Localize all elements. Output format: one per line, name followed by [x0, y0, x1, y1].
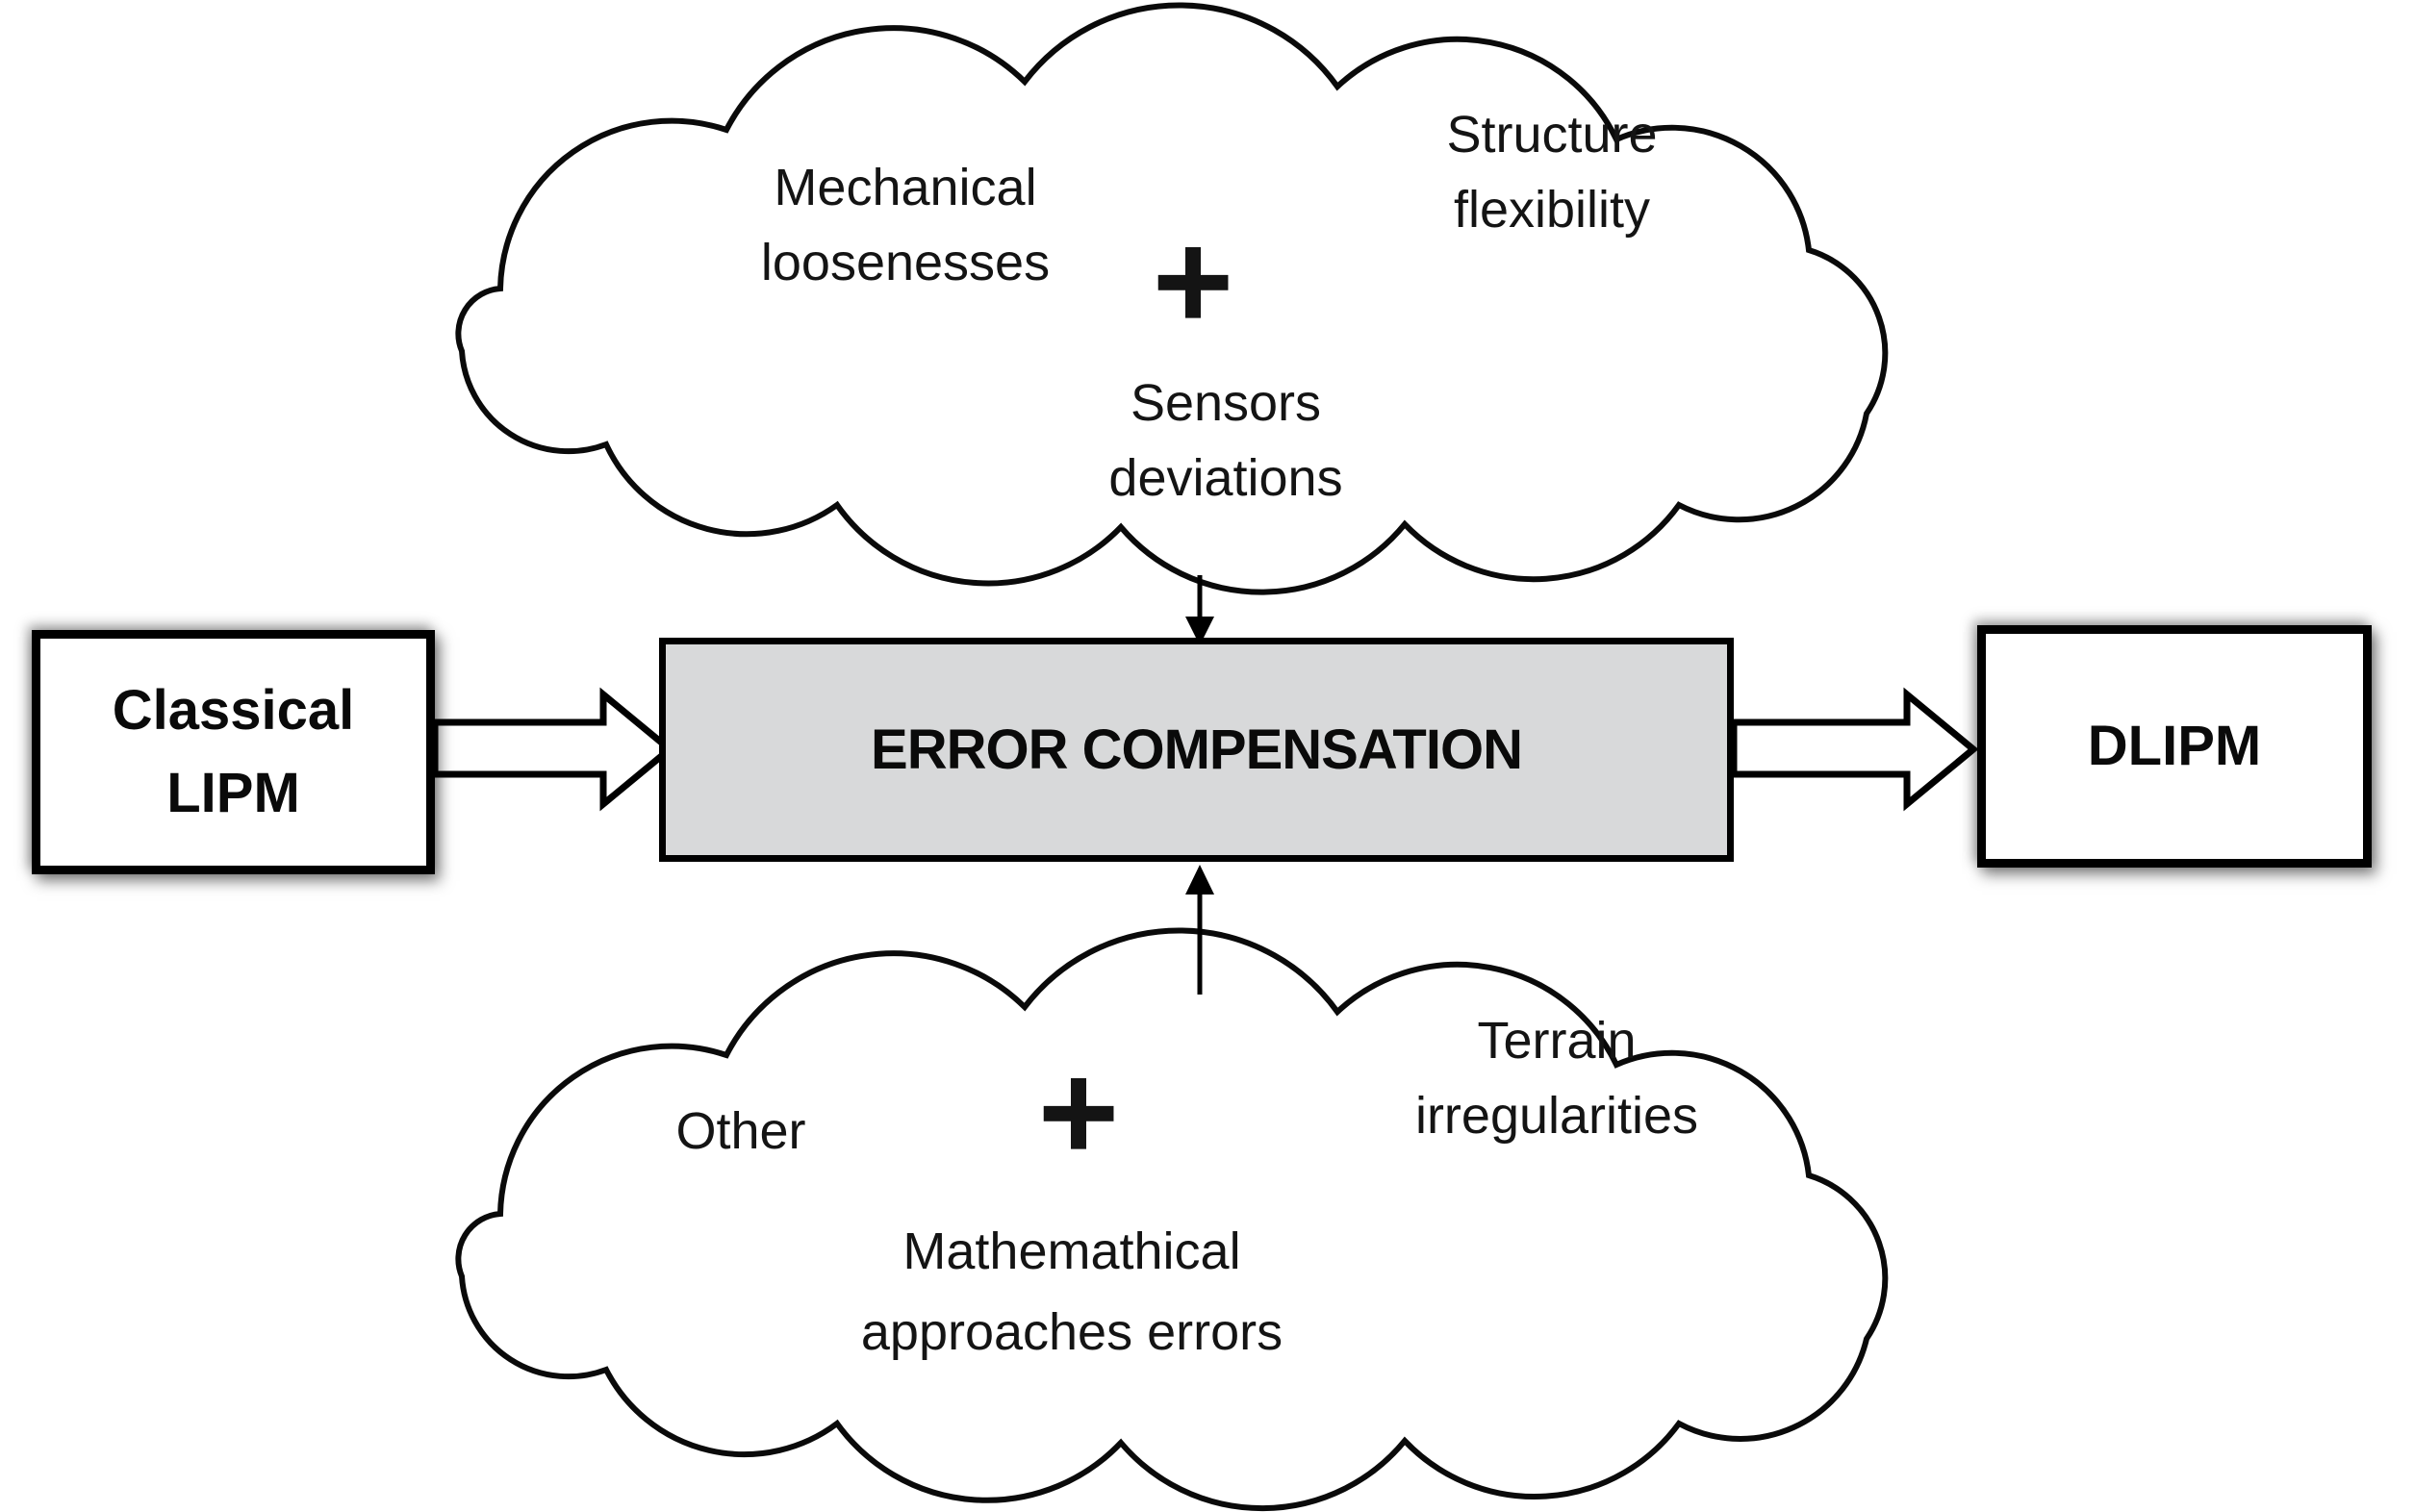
dlipm-label: DLIPM [2087, 715, 2262, 777]
error-compensation-box: ERROR COMPENSATION [659, 638, 1734, 862]
label-mechanical-line2: loosenesses [760, 234, 1051, 291]
label-terrain-line2: irregularities [1414, 1087, 1699, 1145]
top-cloud-shape [455, 2, 1889, 595]
block-arrow-right [1730, 687, 1979, 812]
label-structure-line2: flexibility [1453, 181, 1651, 239]
label-structure-line1: Structure [1446, 106, 1658, 164]
top-plus-icon: + [1153, 203, 1234, 359]
label-other-line1: Other [675, 1102, 806, 1160]
bottom-cloud-shape [455, 927, 1889, 1512]
label-terrain-line1: Terrain [1477, 1012, 1637, 1070]
block-arrow-left [431, 687, 675, 812]
bottom-plus-icon: + [1038, 1034, 1120, 1190]
label-sensors-deviations: Sensors deviations [1108, 365, 1342, 516]
label-mathemathical-approaches-errors: Mathemathical approaches errors [861, 1211, 1283, 1373]
label-structure-flexibility: Structure flexibility [1446, 97, 1657, 247]
classical-lipm-box: Classical LIPM [32, 630, 435, 874]
classical-line2: LIPM [166, 762, 300, 824]
label-mechanical-line1: Mechanical [774, 159, 1037, 216]
dlipm-box: DLIPM [1977, 625, 2372, 868]
classical-line1: Classical [112, 679, 355, 742]
label-mechanical-loosenesses: Mechanical loosenesses [761, 150, 1050, 300]
label-other: Other [675, 1094, 805, 1169]
label-math-line2: approaches errors [860, 1303, 1283, 1361]
label-math-line1: Mathemathical [902, 1222, 1241, 1280]
label-sensors-line1: Sensors [1130, 374, 1322, 432]
arrow-bottom-cloud-to-center [1185, 865, 1214, 995]
arrow-top-cloud-to-center [1185, 575, 1214, 645]
label-terrain-irregularities: Terrain irregularities [1415, 1003, 1698, 1153]
label-sensors-line2: deviations [1108, 449, 1343, 507]
classical-lipm-label: Classical LIPM [113, 669, 355, 835]
error-compensation-label: ERROR COMPENSATION [871, 718, 1523, 781]
